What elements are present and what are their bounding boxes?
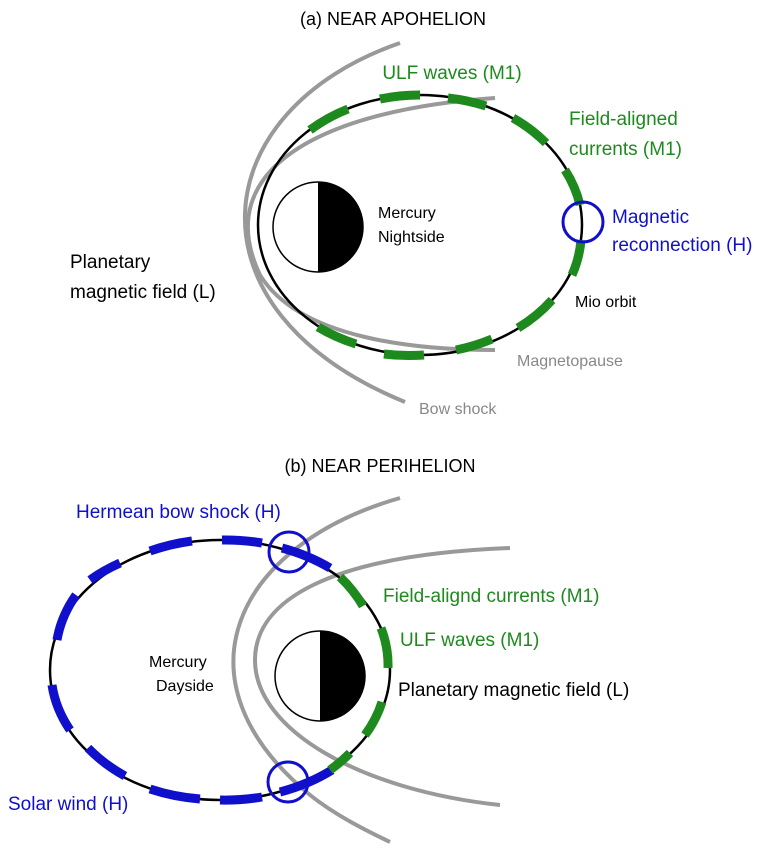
panel-b-field-label: Planetary magnetic field (L) <box>398 680 629 701</box>
panel-a-mercury <box>272 181 364 273</box>
panel-b-green-seg <box>327 749 354 774</box>
panel-b-bow-shock-label: Hermean bow shock (H) <box>76 502 281 523</box>
panel-b-planet-label-1: Mercury <box>149 654 207 671</box>
panel-b-blue-seg <box>221 535 263 548</box>
panel-a-reconnection-label-2: reconnection (H) <box>612 235 752 256</box>
panel-b-title: (b) NEAR PERIHELION <box>284 456 475 476</box>
panel-a-green-seg <box>447 93 488 111</box>
panel-a-field-label-2: magnetic field (L) <box>70 282 216 303</box>
panel-b-planet-label-2: Dayside <box>156 678 214 695</box>
panel-b-green-seg <box>336 573 367 609</box>
panel-b-magnetopause <box>252 546 511 807</box>
panel-b-bow-shock-crossing-top <box>267 530 311 574</box>
panel-a-orbit-label: Mio orbit <box>575 294 637 311</box>
panel-a-green-seg <box>561 167 585 207</box>
panel-a-bow-shock <box>243 41 406 404</box>
panel-a-green-seg <box>510 114 550 147</box>
panel-b-blue-seg <box>47 684 74 733</box>
panel-a-fac-label-2: currents (M1) <box>569 139 682 160</box>
panel-b-solar-wind-label: Solar wind (H) <box>8 794 128 815</box>
panel-b-blue-seg <box>84 744 128 780</box>
panel-a-reconnection-label-1: Magnetic <box>612 207 689 228</box>
panel-b-fac-label: Field-alignd currents (M1) <box>383 586 599 607</box>
panel-b-green-seg <box>361 700 387 738</box>
panel-a-magnetopause-label: Magnetopause <box>517 353 623 370</box>
panel-b-blue-seg <box>219 792 263 805</box>
panel-a-green-seg <box>307 104 350 134</box>
panel-a-fac-label-1: Field-aligned <box>569 109 678 130</box>
panel-a-magnetopause <box>246 96 496 352</box>
panel-b-green-segments <box>327 573 393 774</box>
panel-a-green-seg <box>383 349 425 360</box>
panel-a-bow-shock-label: Bow shock <box>419 401 497 418</box>
panel-a-planet-label-2: Nightside <box>378 229 445 246</box>
panel-a-green-seg <box>515 296 556 332</box>
panel-b-green-seg <box>376 626 393 669</box>
panel-b-bow-shock-crossing-bottom <box>266 760 310 804</box>
panel-a-planet-label-1: Mercury <box>378 205 436 222</box>
panel-a-green-segments <box>307 90 586 360</box>
panel-a-reconnection-marker <box>561 200 605 244</box>
panel-a-green-seg <box>379 90 421 104</box>
panel-b-ulf-label: ULF waves (M1) <box>400 630 539 651</box>
panel-b-blue-seg <box>52 592 80 641</box>
panel-a-ulf-label: ULF waves (M1) <box>382 63 521 84</box>
panel-b-blue-seg <box>148 536 193 556</box>
panel-a-field-label-1: Planetary <box>70 252 151 273</box>
panel-b-mercury <box>274 630 366 722</box>
panel-b-blue-seg <box>148 784 201 804</box>
panel-a-green-seg <box>455 334 494 355</box>
panel-b-blue-seg <box>87 558 122 584</box>
panel-a-green-seg <box>315 323 358 349</box>
panel-a-title: (a) NEAR APOHELION <box>300 9 486 29</box>
